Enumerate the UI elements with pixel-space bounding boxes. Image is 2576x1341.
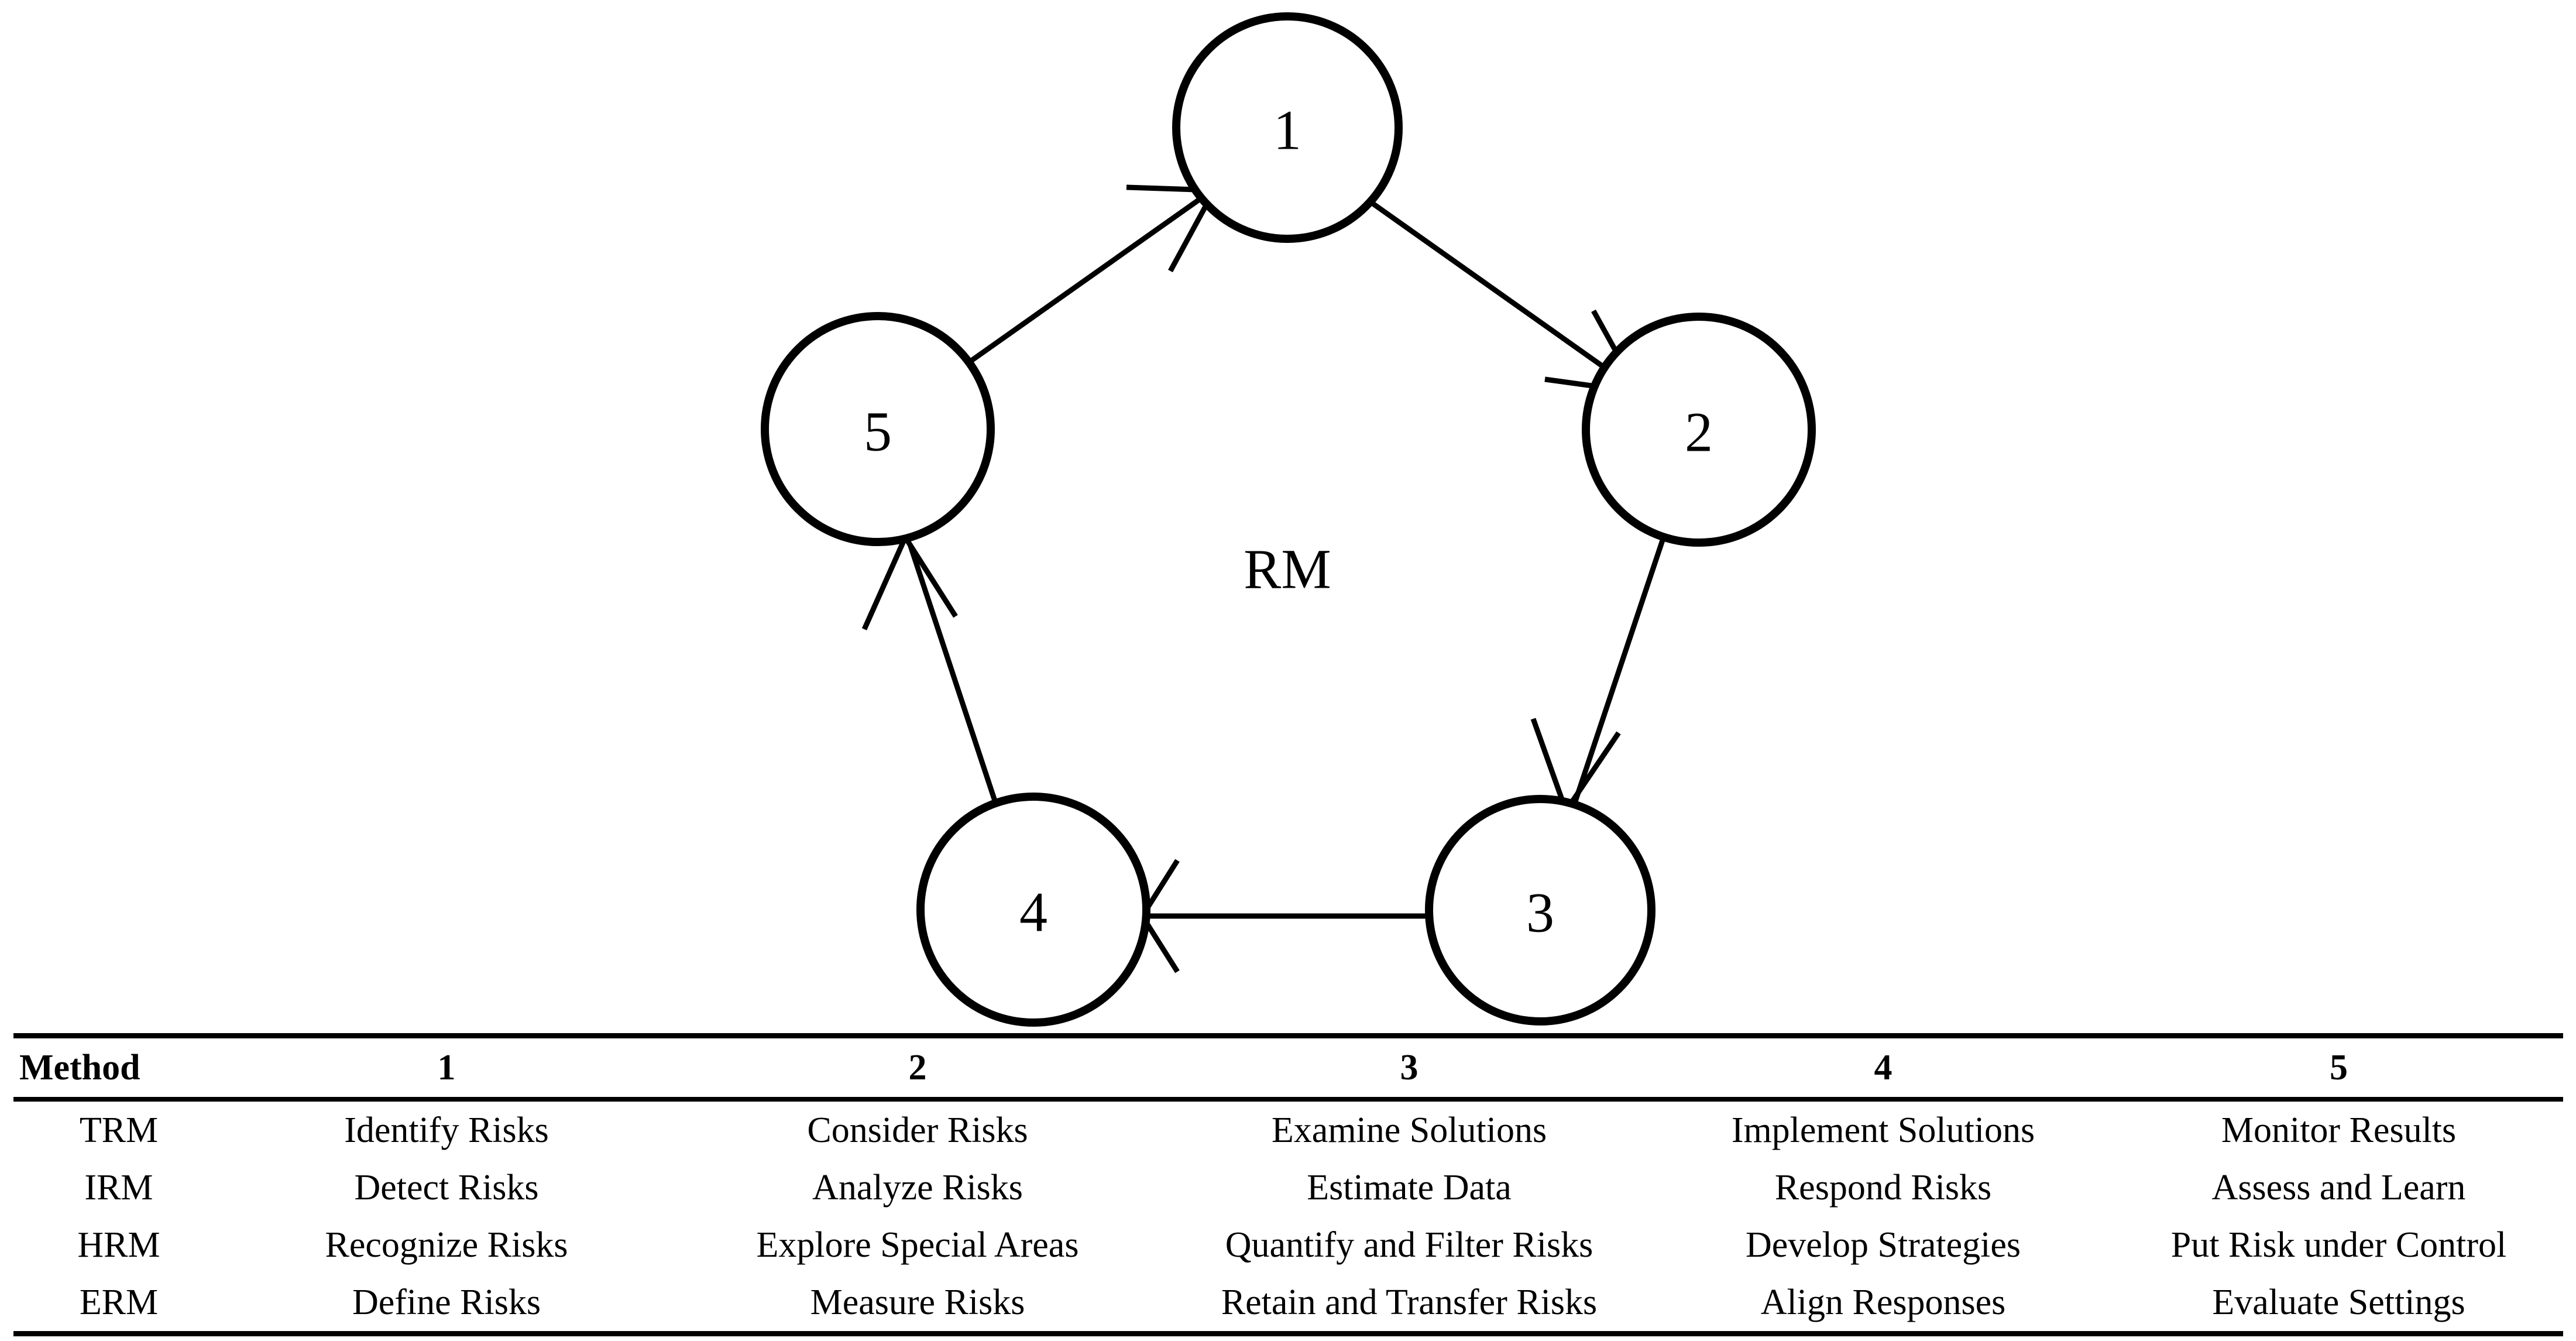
- row-hrm-step-1: Recognize Risks: [325, 1225, 568, 1265]
- node-3[interactable]: 3: [1425, 795, 1655, 1026]
- node-3-label: 3: [1526, 882, 1554, 944]
- node-1-circle[interactable]: [1172, 12, 1403, 243]
- row-erm-step-5: Evaluate Settings: [2114, 1274, 2563, 1336]
- table-row: TRM Identify Risks Consider Risks Examin…: [13, 1097, 2563, 1159]
- row-hrm-step-4: Develop Strategies: [1745, 1225, 2021, 1265]
- row-hrm-method: HRM: [77, 1225, 160, 1265]
- node-4-circle[interactable]: [916, 793, 1150, 1027]
- row-erm-step-4: Align Responses: [1652, 1274, 2114, 1336]
- cycle-diagram-svg: 1 2 3 4 5 RM: [761, 12, 1816, 1027]
- node-1-label: 1: [1273, 99, 1301, 162]
- header-row: Method 1 2 3 4 5: [13, 1033, 2563, 1099]
- row-erm-step-2: Measure Risks: [669, 1274, 1166, 1336]
- node-4[interactable]: 4: [916, 793, 1150, 1027]
- header-method: Method: [13, 1033, 224, 1099]
- node-2[interactable]: 2: [1582, 313, 1816, 547]
- row-irm-step-4: Respond Risks: [1774, 1168, 1992, 1208]
- risk-management-cycle-diagram: 1 2 3 4 5 RM: [761, 12, 1816, 1027]
- row-hrm-step-5: Put Risk under Control: [2170, 1225, 2507, 1265]
- table-header: Method 1 2 3 4 5: [13, 1033, 2563, 1099]
- cycle-center-label: RM: [1244, 538, 1331, 601]
- edge-4-to-5: [861, 531, 998, 802]
- header-step-2: 2: [669, 1033, 1166, 1099]
- row-irm-step-2: Analyze Risks: [812, 1168, 1023, 1208]
- header-step-4: 4: [1652, 1033, 2114, 1099]
- node-5-label: 5: [864, 400, 892, 463]
- row-erm-method: ERM: [13, 1274, 224, 1336]
- row-hrm-step-3: Quantify and Filter Risks: [1225, 1225, 1593, 1265]
- row-trm-step-4: Implement Solutions: [1652, 1097, 2114, 1159]
- table-body: TRM Identify Risks Consider Risks Examin…: [13, 1097, 2563, 1336]
- header-step-1: 1: [224, 1033, 669, 1099]
- row-irm-step-3: Estimate Data: [1307, 1168, 1512, 1208]
- edge-3-to-4: [1139, 859, 1428, 973]
- table-row: HRM Recognize Risks Explore Special Area…: [13, 1216, 2563, 1274]
- row-erm-step-1: Define Risks: [224, 1274, 669, 1336]
- edge-1-to-2: [1369, 200, 1644, 396]
- row-irm-step-5: Assess and Learn: [2211, 1168, 2466, 1208]
- node-2-circle[interactable]: [1582, 313, 1816, 547]
- row-trm-method: TRM: [13, 1097, 224, 1159]
- row-trm-step-5: Monitor Results: [2114, 1097, 2563, 1159]
- table-row: ERM Define Risks Measure Risks Retain an…: [13, 1274, 2563, 1336]
- table-row: IRM Detect Risks Analyze Risks Estimate …: [13, 1159, 2563, 1216]
- node-1[interactable]: 1: [1172, 12, 1403, 243]
- header-step-3: 3: [1166, 1033, 1652, 1099]
- row-irm-step-1: Detect Risks: [354, 1168, 539, 1208]
- row-irm-method: IRM: [84, 1168, 153, 1208]
- edge-5-to-1: [970, 184, 1219, 363]
- row-trm-step-1: Identify Risks: [224, 1097, 669, 1159]
- node-3-circle[interactable]: [1425, 795, 1655, 1026]
- row-trm-step-2: Consider Risks: [669, 1097, 1166, 1159]
- row-erm-step-3: Retain and Transfer Risks: [1166, 1274, 1652, 1336]
- node-5-circle[interactable]: [761, 312, 995, 546]
- node-2-label: 2: [1685, 401, 1713, 464]
- row-trm-step-3: Examine Solutions: [1166, 1097, 1652, 1159]
- row-hrm-step-2: Explore Special Areas: [756, 1225, 1079, 1265]
- node-4-label: 4: [1019, 881, 1047, 944]
- edge-2-to-3: [1530, 536, 1667, 817]
- node-5[interactable]: 5: [761, 312, 995, 546]
- method-steps-table-wrapper: Method 1 2 3 4 5 TRM Identify Risks Cons…: [0, 1030, 2576, 1341]
- header-step-5: 5: [2114, 1033, 2563, 1099]
- method-steps-table: Method 1 2 3 4 5 TRM Identify Risks Cons…: [13, 1033, 2563, 1336]
